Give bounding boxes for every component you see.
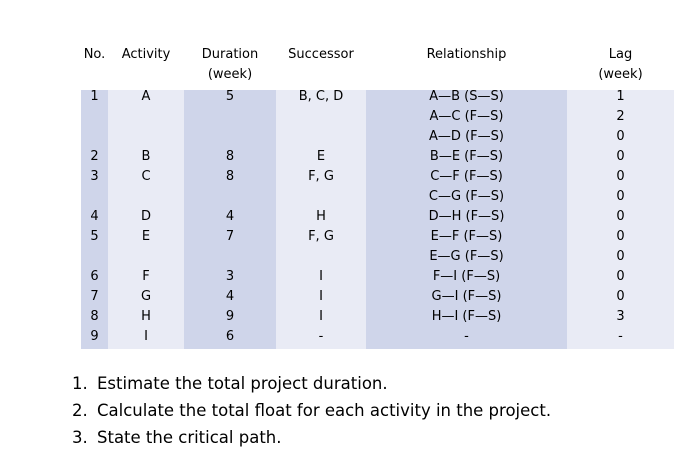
row-6-successor: I	[319, 269, 323, 284]
question-item: 3. State the critical path.	[72, 424, 551, 451]
col-band-relationship	[366, 42, 567, 349]
row-3-successor: F, G	[308, 169, 334, 184]
row-7-successor: I	[319, 289, 323, 304]
relationship-4: B—E (F—S)	[429, 149, 504, 164]
row-6-activity: F	[142, 269, 150, 284]
row-2-duration: 8	[225, 149, 235, 164]
row-1-activity: A	[141, 89, 151, 104]
row-5-no: 5	[90, 229, 99, 244]
row-1-no: 1	[90, 89, 99, 104]
row-1-successor: B, C, D	[298, 89, 344, 104]
relationship-2: A—C (F—S)	[429, 109, 504, 124]
row-5-duration: 7	[225, 229, 235, 244]
row-4-activity: D	[140, 209, 151, 224]
row-3-no: 3	[90, 169, 99, 184]
row-2-no: 2	[90, 149, 99, 164]
row-7-no: 7	[90, 289, 99, 304]
relationship-9: E—G (F—S)	[429, 249, 504, 264]
question-item: 2. Calculate the total float for each act…	[72, 397, 551, 424]
lag-11: 0	[616, 289, 625, 304]
relationship-6: C—G (F—S)	[428, 189, 505, 204]
row-9-successor: -	[318, 329, 324, 344]
row-3-duration: 8	[225, 169, 235, 184]
question-item: 1. Estimate the total project duration.	[72, 370, 551, 397]
row-9-no: 9	[90, 329, 99, 344]
header-successor: Successor	[288, 47, 354, 62]
table-header: No. Activity Duration (week) Successor R…	[81, 42, 674, 90]
question-text: Calculate the total float for each activ…	[97, 401, 552, 420]
relationship-7: D—H (F—S)	[428, 209, 505, 224]
question-number: 1.	[72, 374, 88, 393]
lag-12: 3	[616, 309, 625, 324]
question-text: Estimate the total project duration.	[97, 374, 388, 393]
row-8-duration: 9	[225, 309, 235, 324]
lag-7: 0	[616, 209, 625, 224]
header-relationship: Relationship	[426, 47, 507, 62]
lag-2: 2	[616, 109, 625, 124]
lag-8: 0	[616, 229, 625, 244]
col-band-no	[81, 42, 108, 349]
row-9-duration: 6	[225, 329, 235, 344]
lag-10: 0	[616, 269, 625, 284]
row-8-no: 8	[90, 309, 99, 324]
row-2-activity: B	[141, 149, 151, 164]
row-7-duration: 4	[225, 289, 235, 304]
row-8-successor: I	[319, 309, 323, 324]
activity-table: No. Activity Duration (week) Successor R…	[81, 42, 674, 349]
relationship-11: G—I (F—S)	[431, 289, 502, 304]
question-list: 1. Estimate the total project duration. 2…	[72, 370, 551, 451]
row-8-activity: H	[141, 309, 151, 324]
row-1-duration: 5	[225, 89, 235, 104]
row-4-successor: H	[316, 209, 326, 224]
lag-3: 0	[616, 129, 625, 144]
relationship-8: E—F (F—S)	[430, 229, 503, 244]
header-lag: Lag (week)	[598, 47, 643, 82]
relationship-10: F—I (F—S)	[432, 269, 501, 284]
lag-1: 1	[616, 89, 625, 104]
row-6-duration: 3	[225, 269, 235, 284]
relationship-3: A—D (F—S)	[429, 129, 504, 144]
row-3-activity: C	[141, 169, 151, 184]
header-no: No.	[83, 47, 106, 62]
lag-9: 0	[616, 249, 625, 264]
lag-4: 0	[616, 149, 625, 164]
row-7-activity: G	[140, 289, 152, 304]
relationship-1: A—B (S—S)	[429, 89, 504, 104]
question-number: 3.	[72, 428, 88, 447]
header-activity: Activity	[121, 47, 171, 62]
row-6-no: 6	[90, 269, 99, 284]
lag-6: 0	[616, 189, 625, 204]
row-4-duration: 4	[225, 209, 235, 224]
row-9-activity: I	[144, 329, 148, 344]
row-5-successor: F, G	[308, 229, 334, 244]
row-5-activity: E	[141, 229, 151, 244]
question-text: State the critical path.	[97, 428, 282, 447]
lag-13: -	[618, 329, 623, 344]
relationship-13: -	[464, 329, 469, 344]
question-number: 2.	[72, 401, 88, 420]
lag-5: 0	[616, 169, 625, 184]
relationship-5: C—F (F—S)	[430, 169, 503, 184]
col-band-duration	[184, 42, 276, 349]
relationship-12: H—I (F—S)	[431, 309, 502, 324]
row-4-no: 4	[90, 209, 99, 224]
row-2-successor: E	[316, 149, 326, 164]
header-duration: Duration (week)	[201, 47, 259, 82]
